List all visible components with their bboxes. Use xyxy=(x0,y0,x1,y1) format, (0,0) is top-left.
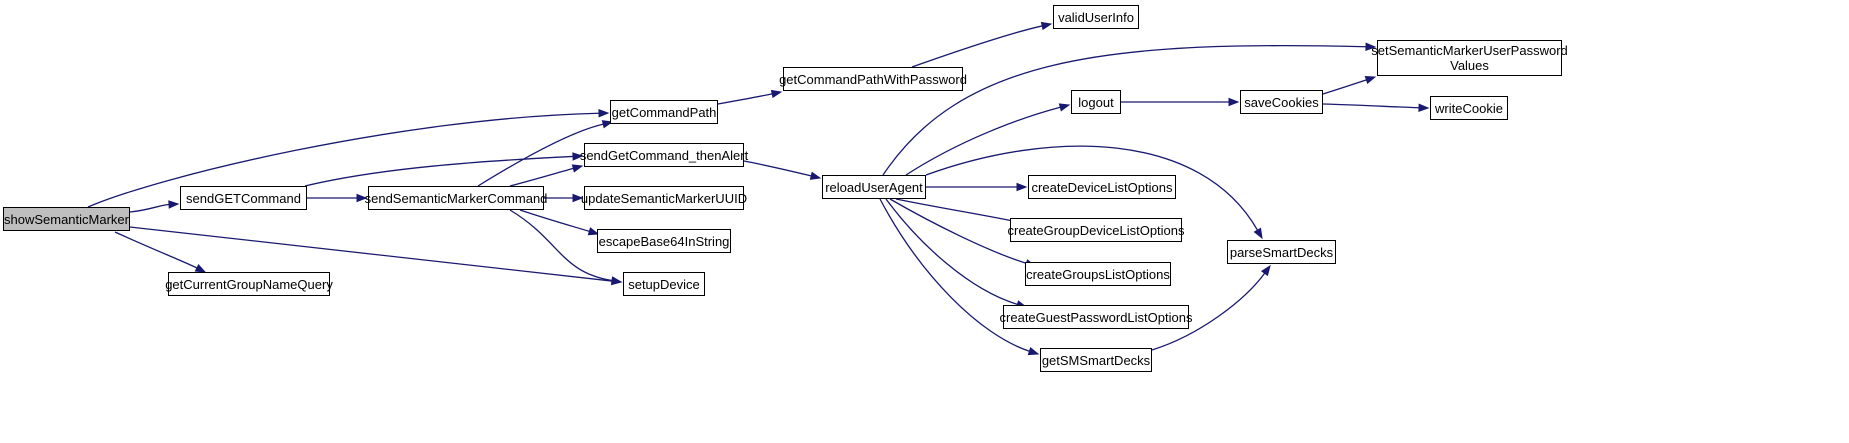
node-sendSemanticMarkerCommand[interactable]: sendSemanticMarkerCommand xyxy=(365,186,547,210)
edge-line xyxy=(129,226,613,282)
node-getSMSmartDecks[interactable]: getSMSmartDecks xyxy=(1040,348,1152,372)
edge-arrowhead xyxy=(572,152,584,161)
node-createGuestPasswordListOptions[interactable]: createGuestPasswordListOptions xyxy=(1000,305,1192,329)
node-getCommandPath[interactable]: getCommandPath xyxy=(610,100,718,124)
edge-showSemanticMarker-to-getCurrentGroupNameQuery xyxy=(114,231,207,273)
edge-line xyxy=(87,112,600,208)
edge-sendGETCommand-to-sendSemanticMarkerCommand xyxy=(306,193,368,203)
node-updateSemanticMarkerUUID[interactable]: updateSemanticMarkerUUID xyxy=(581,186,747,210)
node-createGroupDeviceListOptions[interactable]: createGroupDeviceListOptions xyxy=(1007,218,1185,242)
edge-sendGETCommand-to-sendGetCommand_thenAlert xyxy=(304,152,584,187)
edge-line xyxy=(717,93,773,105)
edge-arrowhead xyxy=(571,164,584,173)
edge-showSemanticMarker-to-getCommandPath xyxy=(87,108,610,208)
edge-arrowhead xyxy=(601,120,614,129)
edge-sendGetCommand_thenAlert-to-reloadUserAgent xyxy=(743,160,822,180)
edge-arrowhead xyxy=(587,227,600,236)
edge-line xyxy=(743,160,812,177)
edge-reloadUserAgent-to-getSMSmartDecks xyxy=(879,198,1040,356)
node-setSemanticMarkerUserPasswordValues[interactable]: setSemanticMarkerUserPassword Values xyxy=(1371,40,1568,76)
edge-line xyxy=(509,167,574,187)
edge-line xyxy=(1151,272,1266,351)
edge-line xyxy=(519,209,590,233)
edge-line xyxy=(905,106,1061,176)
edge-arrowhead xyxy=(1027,347,1040,356)
edge-arrowhead xyxy=(610,276,623,285)
edge-arrowhead xyxy=(1058,103,1071,112)
edge-arrowhead xyxy=(809,171,822,180)
edge-line xyxy=(1322,79,1367,95)
edge-sendSemanticMarkerCommand-to-sendGetCommand_thenAlert xyxy=(509,164,584,187)
node-getCommandPathWithPassword[interactable]: getCommandPathWithPassword xyxy=(779,67,967,91)
edge-reloadUserAgent-to-createGuestPasswordListOptions xyxy=(885,198,1028,309)
edge-line xyxy=(895,198,1019,223)
edge-sendSemanticMarkerCommand-to-setupDevice xyxy=(509,209,623,285)
node-writeCookie[interactable]: writeCookie xyxy=(1430,96,1508,120)
edge-arrowhead xyxy=(168,200,180,209)
edge-reloadUserAgent-to-setSemanticMarkerUserPasswordValues xyxy=(882,42,1377,176)
edge-sendSemanticMarkerCommand-to-updateSemanticMarkerUUID xyxy=(543,193,584,203)
edge-getCommandPath-to-getCommandPathWithPassword xyxy=(717,89,783,105)
node-reloadUserAgent[interactable]: reloadUserAgent xyxy=(822,175,926,199)
edge-arrowhead xyxy=(1228,97,1240,107)
node-saveCookies[interactable]: saveCookies xyxy=(1240,90,1323,114)
edge-line xyxy=(509,209,613,282)
node-sendGETCommand[interactable]: sendGETCommand xyxy=(180,186,307,210)
node-setupDevice[interactable]: setupDevice xyxy=(623,272,705,296)
node-logout[interactable]: logout xyxy=(1071,90,1121,114)
edge-line xyxy=(889,198,1027,264)
edge-arrowhead xyxy=(1040,21,1053,31)
edge-arrowhead xyxy=(194,263,207,273)
edge-line xyxy=(114,231,198,269)
edge-line xyxy=(925,145,1259,231)
node-sendGetCommand_thenAlert[interactable]: sendGetCommand_thenAlert xyxy=(580,143,748,167)
edge-getCommandPathWithPassword-to-validUserInfo xyxy=(911,21,1053,68)
edge-line xyxy=(304,155,574,187)
edge-sendSemanticMarkerCommand-to-escapeBase64InString xyxy=(519,209,600,236)
edge-arrowhead xyxy=(1016,182,1028,192)
node-createDeviceListOptions[interactable]: createDeviceListOptions xyxy=(1028,175,1176,199)
edge-arrowhead xyxy=(598,108,610,118)
edge-saveCookies-to-setSemanticMarkerUserPasswordValues xyxy=(1322,75,1377,95)
edge-arrowhead xyxy=(1253,227,1263,240)
node-getCurrentGroupNameQuery[interactable]: getCurrentGroupNameQuery xyxy=(165,272,333,296)
edge-line xyxy=(911,25,1043,68)
edge-arrowhead xyxy=(1260,264,1271,277)
edge-arrowhead xyxy=(572,193,584,203)
edge-line xyxy=(477,123,604,187)
edge-line xyxy=(129,203,170,213)
edge-logout-to-saveCookies xyxy=(1121,97,1240,107)
edge-arrowhead xyxy=(770,89,783,99)
edge-line xyxy=(882,44,1367,176)
edge-line xyxy=(885,198,1018,306)
edge-showSemanticMarker-to-sendGETCommand xyxy=(129,200,180,213)
edge-getSMSmartDecks-to-parseSmartDecks xyxy=(1151,264,1271,351)
edge-saveCookies-to-writeCookie xyxy=(1322,103,1430,112)
edge-arrowhead xyxy=(356,193,368,203)
edge-reloadUserAgent-to-logout xyxy=(905,103,1071,176)
edge-line xyxy=(1322,103,1420,109)
node-showSemanticMarker[interactable]: showSemanticMarker xyxy=(3,207,130,231)
edge-sendSemanticMarkerCommand-to-getCommandPath xyxy=(477,120,614,187)
edge-arrowhead xyxy=(1418,103,1430,112)
edge-reloadUserAgent-to-createDeviceListOptions xyxy=(925,182,1028,192)
edge-line xyxy=(879,198,1030,352)
node-createGroupsListOptions[interactable]: createGroupsListOptions xyxy=(1025,262,1171,286)
edge-reloadUserAgent-to-parseSmartDecks xyxy=(925,145,1263,240)
node-parseSmartDecks[interactable]: parseSmartDecks xyxy=(1227,240,1336,264)
node-validUserInfo[interactable]: validUserInfo xyxy=(1053,5,1139,29)
node-escapeBase64InString[interactable]: escapeBase64InString xyxy=(597,229,731,253)
edge-arrowhead xyxy=(1365,42,1377,51)
edge-arrowhead xyxy=(1364,75,1377,85)
